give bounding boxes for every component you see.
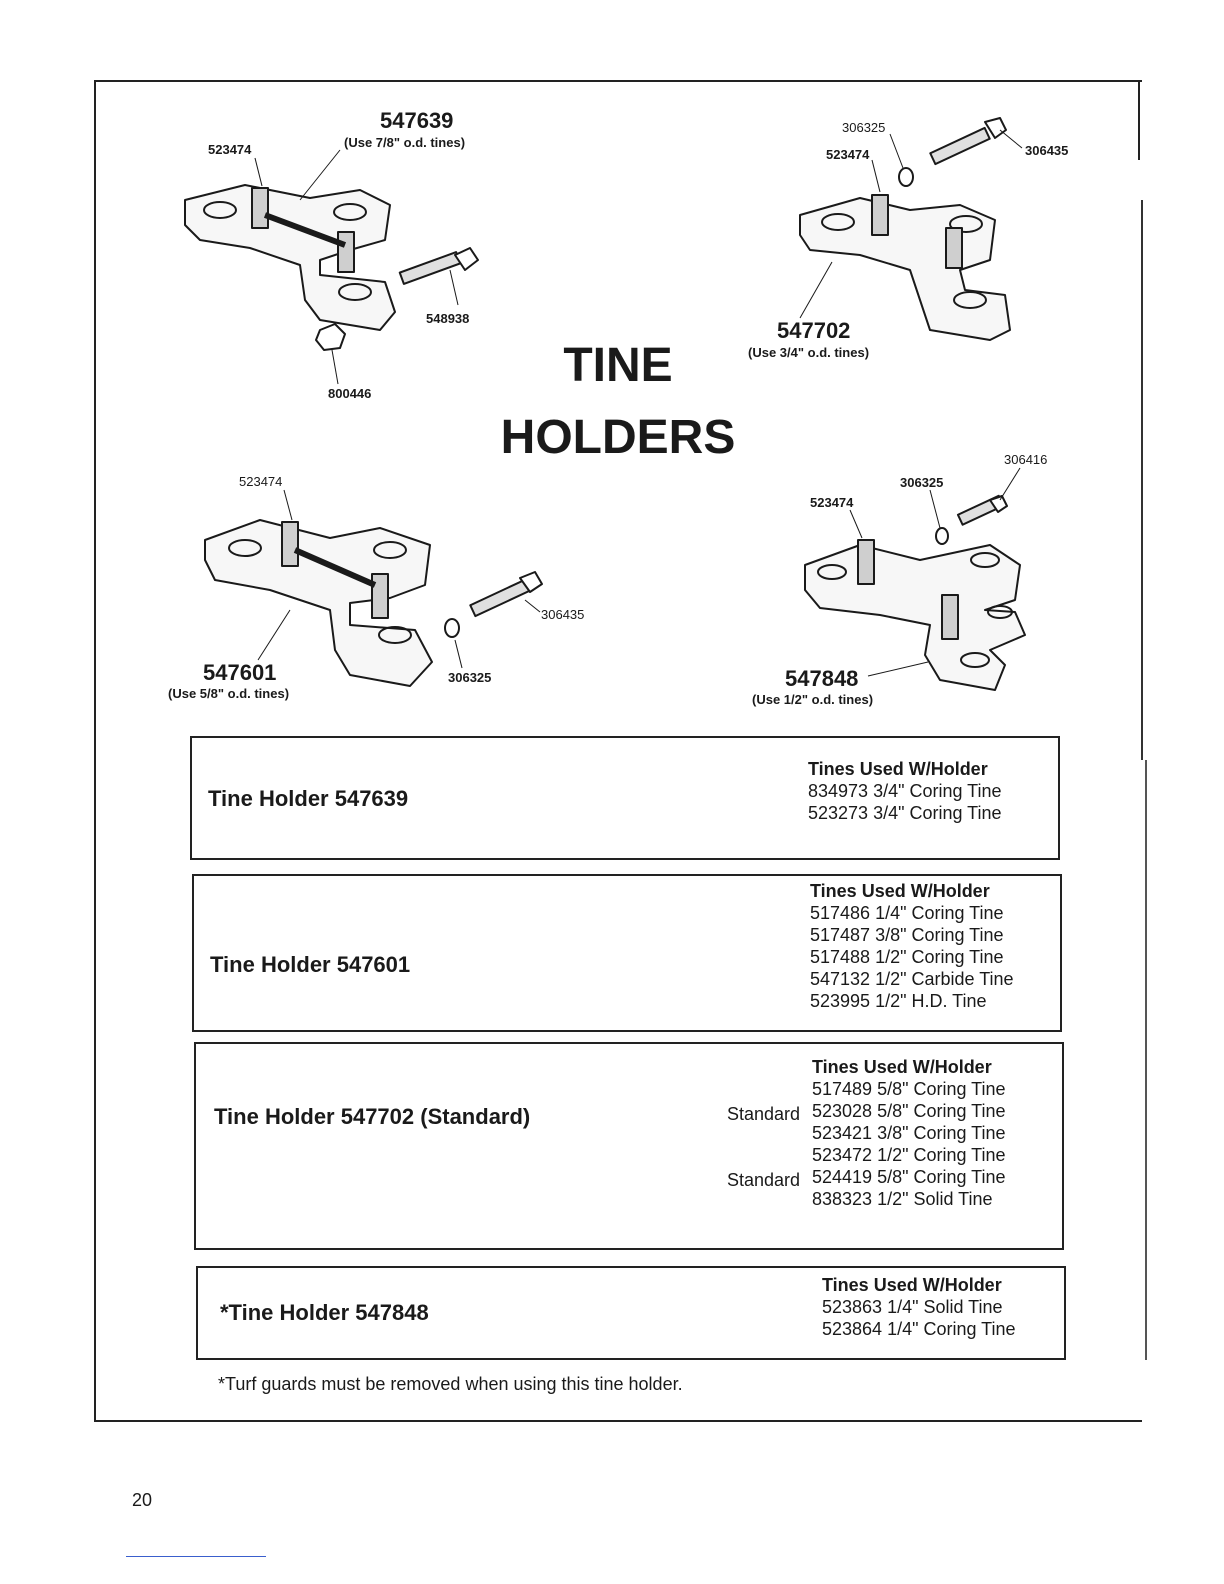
tines-header: Tines Used W/Holder <box>808 759 988 779</box>
callout-label: 548938 <box>426 311 470 326</box>
tine-holder-box: *Tine Holder 547848 Tines Used W/Holder … <box>196 1266 1066 1360</box>
tine-row: 523028 5/8" Coring Tine <box>812 1101 1006 1121</box>
holder-name: Tine Holder 547639 <box>208 786 409 811</box>
footnote: *Turf guards must be removed when using … <box>218 1374 683 1394</box>
tines-list: Tines Used W/Holder 523863 1/4" Solid Ti… <box>822 1274 1016 1340</box>
tine-row: 523864 1/4" Coring Tine <box>822 1319 1016 1339</box>
tine-holder-box: Tine Holder 547702 (Standard) Standard S… <box>194 1042 1064 1250</box>
tines-header: Tines Used W/Holder <box>812 1057 992 1077</box>
tine-row: 523472 1/2" Coring Tine <box>812 1145 1006 1165</box>
frame-edge <box>1145 760 1147 1360</box>
divider <box>126 1556 266 1557</box>
tine-row: 517488 1/2" Coring Tine <box>810 947 1004 967</box>
diagram-547639 <box>184 149 479 385</box>
callout-label: 523474 <box>239 474 283 489</box>
tine-row: 834973 3/4" Coring Tine <box>808 781 1002 801</box>
holder-name: *Tine Holder 547848 <box>220 1300 429 1325</box>
tine-row: 517489 5/8" Coring Tine <box>812 1079 1006 1099</box>
standard-marker: Standard <box>726 1170 800 1190</box>
part-number-547702: 547702 <box>777 318 851 343</box>
tine-size-note: (Use 3/4" o.d. tines) <box>748 345 870 360</box>
page-title-line1: TINE <box>563 339 673 392</box>
callout-label: 523474 <box>826 147 870 162</box>
holder-name: Tine Holder 547601 <box>210 952 411 977</box>
tines-header: Tines Used W/Holder <box>810 881 990 901</box>
tines-list: Tines Used W/Holder 517486 1/4" Coring T… <box>810 880 1014 1012</box>
tine-holder-box: Tine Holder 547601 Tines Used W/Holder 5… <box>192 874 1062 1032</box>
callout-label: 306435 <box>1025 143 1069 158</box>
callout-label: 306325 <box>448 670 492 685</box>
tine-holder-diagrams <box>184 117 1026 691</box>
callout-label: 306416 <box>1004 452 1048 467</box>
callout-label: 306435 <box>541 607 585 622</box>
callout-label: 523474 <box>810 495 854 510</box>
part-number-547848: 547848 <box>785 666 859 691</box>
tine-size-note: (Use 5/8" o.d. tines) <box>168 686 290 701</box>
callout-label: 523474 <box>208 142 252 157</box>
tine-holder-box: Tine Holder 547639 Tines Used W/Holder 8… <box>190 736 1060 860</box>
tines-header: Tines Used W/Holder <box>822 1275 1002 1295</box>
callout-label: 800446 <box>328 386 372 401</box>
frame-edge <box>1138 80 1140 160</box>
holder-name: Tine Holder 547702 (Standard) <box>214 1104 531 1129</box>
tine-row: 517486 1/4" Coring Tine <box>810 903 1004 923</box>
tine-row: 523995 1/2" H.D. Tine <box>810 991 987 1011</box>
tine-size-note: (Use 7/8" o.d. tines) <box>344 135 466 150</box>
page-number: 20 <box>132 1490 153 1510</box>
standard-marker: Standard <box>726 1104 800 1124</box>
callout-label: 306325 <box>900 475 944 490</box>
part-number-547639: 547639 <box>380 108 454 133</box>
tine-row: 547132 1/2" Carbide Tine <box>810 969 1014 989</box>
tines-list: Tines Used W/Holder 517489 5/8" Coring T… <box>812 1056 1006 1210</box>
page-frame <box>94 80 1142 1422</box>
tine-row: 524419 5/8" Coring Tine <box>812 1167 1006 1187</box>
diagram-547601 <box>204 489 543 687</box>
part-number-547601: 547601 <box>203 660 277 685</box>
tine-row: 523863 1/4" Solid Tine <box>822 1297 1003 1317</box>
callout-label: 306325 <box>842 120 886 135</box>
tine-row: 517487 3/8" Coring Tine <box>810 925 1004 945</box>
tine-row: 838323 1/2" Solid Tine <box>812 1189 993 1209</box>
diagram-547702 <box>799 117 1023 341</box>
tine-size-note: (Use 1/2" o.d. tines) <box>752 692 874 707</box>
frame-edge <box>1141 200 1143 760</box>
page-title-line2: HOLDERS <box>500 411 736 464</box>
diagram-547848 <box>804 467 1026 691</box>
tine-row: 523421 3/8" Coring Tine <box>812 1123 1006 1143</box>
tine-row: 523273 3/4" Coring Tine <box>808 803 1002 823</box>
tines-list: Tines Used W/Holder 834973 3/4" Coring T… <box>808 758 1002 824</box>
